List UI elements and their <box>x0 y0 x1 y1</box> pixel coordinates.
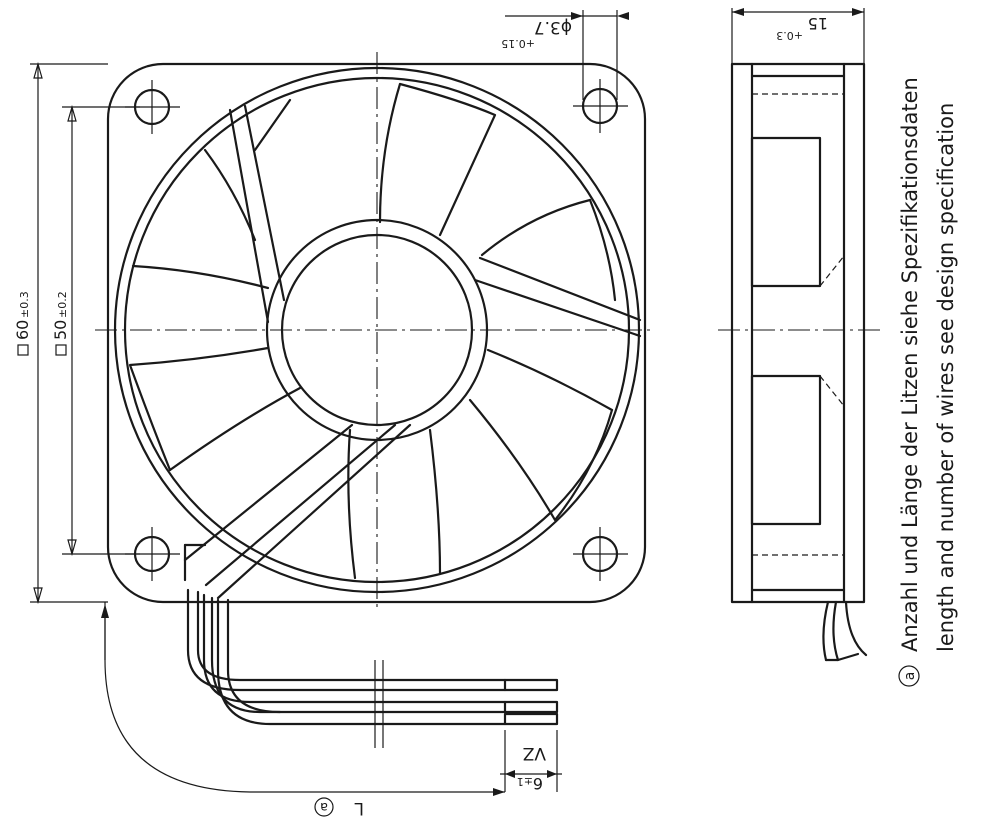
fan-blade <box>486 348 614 412</box>
fan-blade <box>253 98 292 152</box>
inner-dimension: 50 ±0.2 <box>51 104 140 557</box>
note-marker-circle <box>898 665 920 687</box>
outer-square-tolerance: ±0.3 <box>18 291 31 318</box>
fan-blades <box>128 82 617 580</box>
lead-note-marker: a <box>320 799 328 814</box>
hole-dimension: ϕ3.7 +0.15 <box>501 10 629 100</box>
fan-blade <box>168 386 302 472</box>
fan-blade <box>468 398 614 522</box>
fan-blade <box>378 82 402 224</box>
outer-dimension: 60 ±0.3 <box>13 61 108 605</box>
front-view <box>95 52 655 612</box>
hole-diameter-tolerance: +0.15 <box>501 37 535 50</box>
lead-note-marker-circle <box>314 797 334 817</box>
fan-blade <box>203 148 257 242</box>
note-english: length and number of wires see design sp… <box>934 103 958 652</box>
lead-length-label: L <box>354 798 364 818</box>
fan-blade <box>428 428 442 575</box>
side-housing <box>730 62 866 604</box>
fan-blade <box>347 428 357 580</box>
support-struts <box>183 104 642 600</box>
inner-square-tolerance: ±0.2 <box>56 291 69 318</box>
inner-square-label: 50 <box>51 320 70 340</box>
note-german: Anzahl und Länge der Litzen siehe Spezif… <box>898 77 922 652</box>
note-marker: a <box>902 672 918 681</box>
strip-length-tolerance: ±1 <box>517 775 533 788</box>
side-view <box>718 62 880 662</box>
strip-length-label: 6 <box>533 774 543 793</box>
strip-length-dimension: VZ 6 ±1 <box>500 730 562 793</box>
depth-dimension: 15 +0.3 <box>731 8 865 64</box>
lead-wires <box>186 588 559 748</box>
strip-label: VZ <box>523 743 546 763</box>
outer-square-label: 60 <box>13 320 32 340</box>
fan-blade <box>131 264 270 290</box>
fan-blade <box>128 346 270 472</box>
fan-blade <box>588 198 617 302</box>
depth-label: 15 <box>808 14 828 33</box>
fan-blade <box>398 82 497 237</box>
fan-blade <box>480 198 592 257</box>
wire-note: a Anzahl und Länge der Litzen siehe Spez… <box>898 77 958 687</box>
hole-diameter-label: ϕ3.7 <box>534 17 572 37</box>
depth-tolerance: +0.3 <box>776 29 803 42</box>
lead-length-dimension: L a <box>101 602 505 818</box>
